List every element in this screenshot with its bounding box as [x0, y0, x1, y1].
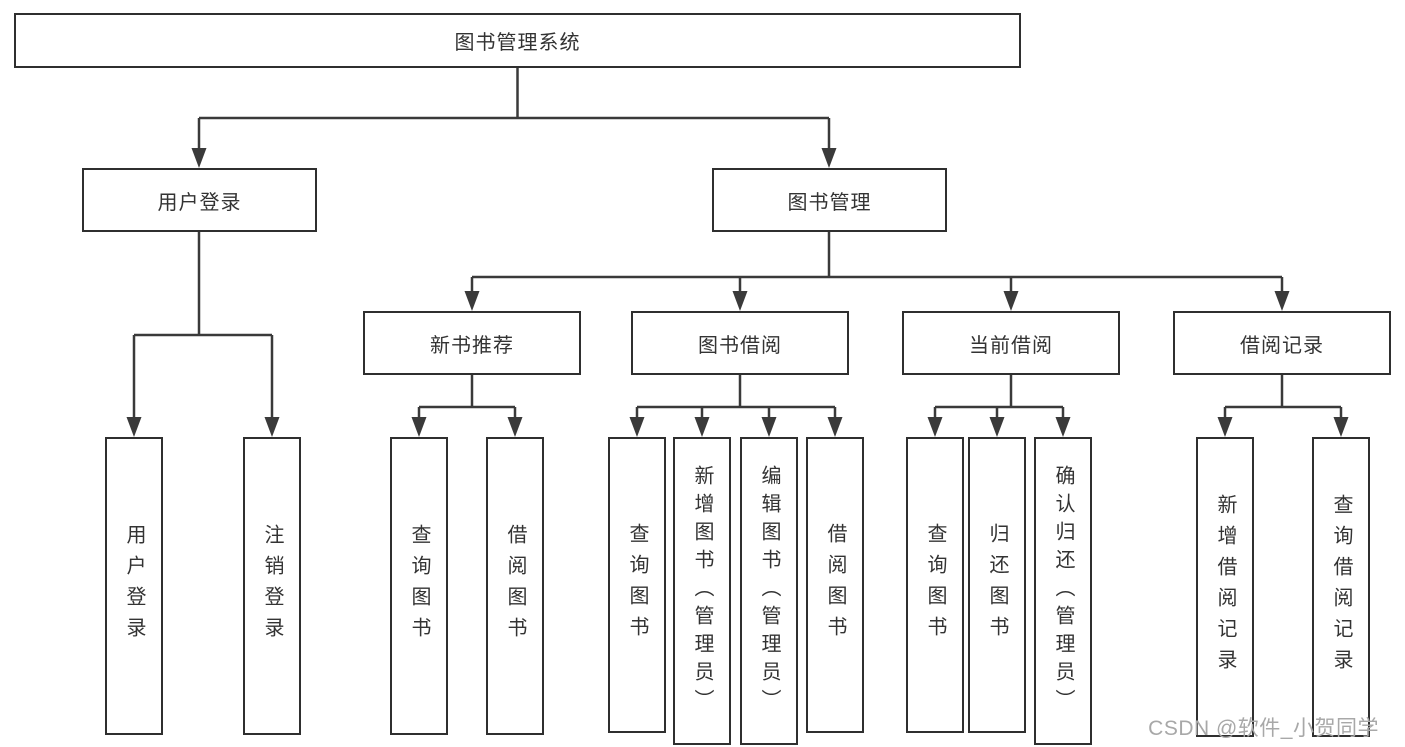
connector-current-borrow	[927, 375, 1071, 437]
node-leaf-user-login: 用户登录	[105, 437, 163, 735]
node-label-nb-query: 查询图书	[408, 524, 430, 648]
node-label-book-mgmt: 图书管理	[787, 191, 872, 214]
node-label-br-add: 新增借阅记录	[1214, 494, 1236, 680]
node-label-bb-borrow: 借阅图书	[824, 523, 846, 647]
node-new-book-rec: 新书推荐	[363, 311, 581, 375]
node-bb-add: 新增图书（管理员）	[673, 437, 731, 745]
node-cb-return: 归还图书	[968, 437, 1026, 733]
node-label-current-borrow: 当前借阅	[969, 334, 1053, 357]
connector-user-login	[126, 232, 280, 437]
connector-borrow-records	[1217, 375, 1349, 437]
node-leaf-logout: 注销登录	[243, 437, 301, 735]
node-label-bb-add: 新增图书（管理员）	[691, 465, 713, 717]
node-label-root: 图书管理系统	[454, 32, 581, 54]
node-label-cb-query: 查询图书	[924, 523, 946, 647]
node-user-login: 用户登录	[82, 168, 317, 232]
node-bb-edit: 编辑图书（管理员）	[740, 437, 798, 745]
node-label-bb-query: 查询图书	[626, 523, 648, 647]
node-bb-borrow: 借阅图书	[806, 437, 864, 733]
connector-book-mgmt	[464, 232, 1290, 311]
node-label-new-book-rec: 新书推荐	[430, 334, 514, 357]
node-label-cb-return: 归还图书	[986, 523, 1008, 647]
node-borrow-records: 借阅记录	[1173, 311, 1391, 375]
node-bb-query: 查询图书	[608, 437, 666, 733]
node-root: 图书管理系统	[14, 13, 1021, 68]
node-book-borrow: 图书借阅	[631, 311, 849, 375]
node-label-leaf-logout: 注销登录	[261, 524, 283, 648]
node-label-user-login: 用户登录	[157, 191, 242, 214]
csdn-watermark: CSDN @软件_小贺同学	[1148, 717, 1379, 740]
node-label-borrow-records: 借阅记录	[1240, 334, 1324, 357]
node-book-mgmt: 图书管理	[712, 168, 947, 232]
connector-book-borrow	[629, 375, 843, 437]
node-label-cb-confirm: 确认归还（管理员）	[1052, 465, 1074, 717]
node-label-leaf-user-login: 用户登录	[123, 524, 145, 648]
node-nb-borrow: 借阅图书	[486, 437, 544, 735]
node-label-bb-edit: 编辑图书（管理员）	[758, 465, 780, 717]
node-br-add: 新增借阅记录	[1196, 437, 1254, 737]
node-br-query: 查询借阅记录	[1312, 437, 1370, 737]
node-cb-confirm: 确认归还（管理员）	[1034, 437, 1092, 745]
node-label-nb-borrow: 借阅图书	[504, 524, 526, 648]
node-label-br-query: 查询借阅记录	[1330, 494, 1352, 680]
node-nb-query: 查询图书	[390, 437, 448, 735]
node-label-book-borrow: 图书借阅	[698, 334, 782, 357]
node-cb-query: 查询图书	[906, 437, 964, 733]
node-current-borrow: 当前借阅	[902, 311, 1120, 375]
connector-new-book-rec	[411, 375, 523, 437]
connector-root	[191, 68, 837, 168]
